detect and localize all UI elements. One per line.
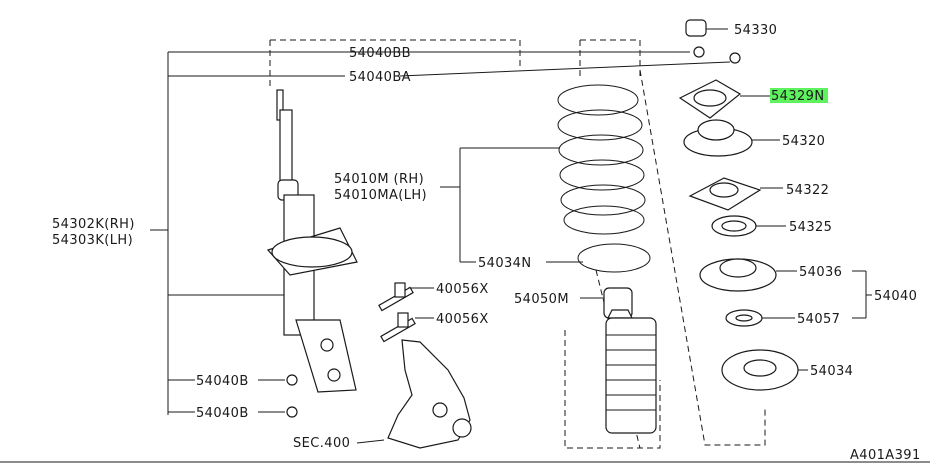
bolt-40056x-upper [378, 282, 414, 312]
strut-mount-insulator [683, 119, 753, 157]
label-54050m[interactable]: 54050M [514, 292, 569, 307]
label-54040[interactable]: 54040 [874, 289, 917, 304]
mounting-plate-54322 [688, 177, 762, 211]
bearing-54036 [699, 258, 777, 292]
label-54040b-upper[interactable]: 54040B [196, 374, 249, 389]
label-54010m[interactable]: 54010M (RH) [334, 172, 424, 187]
label-54040b-lower[interactable]: 54040B [196, 406, 249, 421]
bearing-ring-54057 [725, 309, 763, 327]
bound-bumper-boot [603, 287, 657, 434]
label-54034n[interactable]: 54034N [478, 256, 531, 271]
coil-spring [557, 84, 646, 235]
label-54320[interactable]: 54320 [782, 134, 825, 149]
label-sec400[interactable]: SEC.400 [293, 436, 350, 451]
label-54330[interactable]: 54330 [734, 23, 777, 38]
diagram-reference-code: A401A391 [850, 448, 921, 463]
bolt-40056x-lower [380, 312, 416, 343]
label-54010ma[interactable]: 54010MA(LH) [334, 188, 427, 203]
spring-seat-rubber [577, 243, 651, 273]
label-40056x-lower[interactable]: 40056X [436, 312, 489, 327]
cap-54330 [685, 19, 707, 37]
highlight-box [770, 88, 828, 103]
group-box-spring-bottom [564, 330, 661, 449]
upper-plate-54329n [678, 79, 742, 119]
label-54322[interactable]: 54322 [786, 183, 829, 198]
seal-54325 [711, 215, 757, 237]
nut-54040ba [729, 52, 741, 64]
label-54303k[interactable]: 54303K(LH) [52, 233, 133, 248]
shock-absorber-strut [266, 89, 358, 393]
label-54325[interactable]: 54325 [789, 220, 832, 235]
label-54034[interactable]: 54034 [810, 364, 853, 379]
nut-54040bb [693, 46, 705, 58]
steering-knuckle [387, 339, 472, 449]
group-box-strut [270, 39, 521, 66]
label-54036[interactable]: 54036 [799, 265, 842, 280]
label-54329n[interactable]: 54329N [771, 89, 824, 104]
group-box-mount [639, 69, 766, 446]
label-54302k[interactable]: 54302K(RH) [52, 217, 135, 232]
label-40056x-upper[interactable]: 40056X [436, 282, 489, 297]
label-54040bb[interactable]: 54040BB [349, 46, 411, 61]
label-54040ba[interactable]: 54040BA [349, 70, 411, 85]
label-54057[interactable]: 54057 [797, 312, 840, 327]
nut-54040b-upper [286, 374, 298, 386]
nut-54040b-lower [286, 406, 298, 418]
spring-seat-54034 [721, 349, 799, 391]
group-box-spring [580, 39, 641, 80]
